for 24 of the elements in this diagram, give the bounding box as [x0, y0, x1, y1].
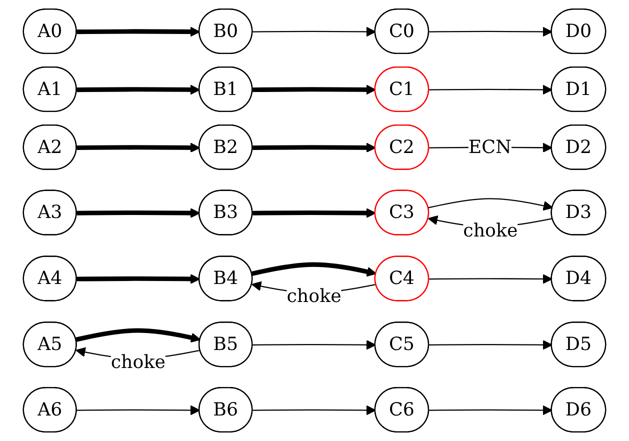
arrow	[76, 274, 200, 284]
arrow	[429, 340, 552, 350]
arrow	[252, 208, 376, 218]
edge-label: ECN	[468, 136, 512, 158]
arrow	[76, 142, 200, 153]
arrow	[252, 84, 376, 95]
arrow	[76, 26, 200, 37]
arrow	[429, 405, 552, 416]
arrow	[252, 26, 376, 37]
arrow	[76, 84, 200, 95]
arrow	[76, 208, 200, 218]
arrow	[252, 262, 377, 277]
arrow	[76, 328, 201, 343]
arrow	[252, 340, 376, 350]
arrow	[429, 274, 552, 284]
edge-label: choke	[463, 219, 518, 241]
arrow	[429, 26, 552, 37]
arrow	[428, 198, 554, 211]
arrow	[429, 84, 552, 95]
edge-label: choke	[286, 285, 342, 307]
arrow	[76, 405, 200, 416]
edge-label: choke	[110, 351, 166, 373]
arrow	[252, 405, 376, 416]
arrow	[252, 142, 376, 153]
